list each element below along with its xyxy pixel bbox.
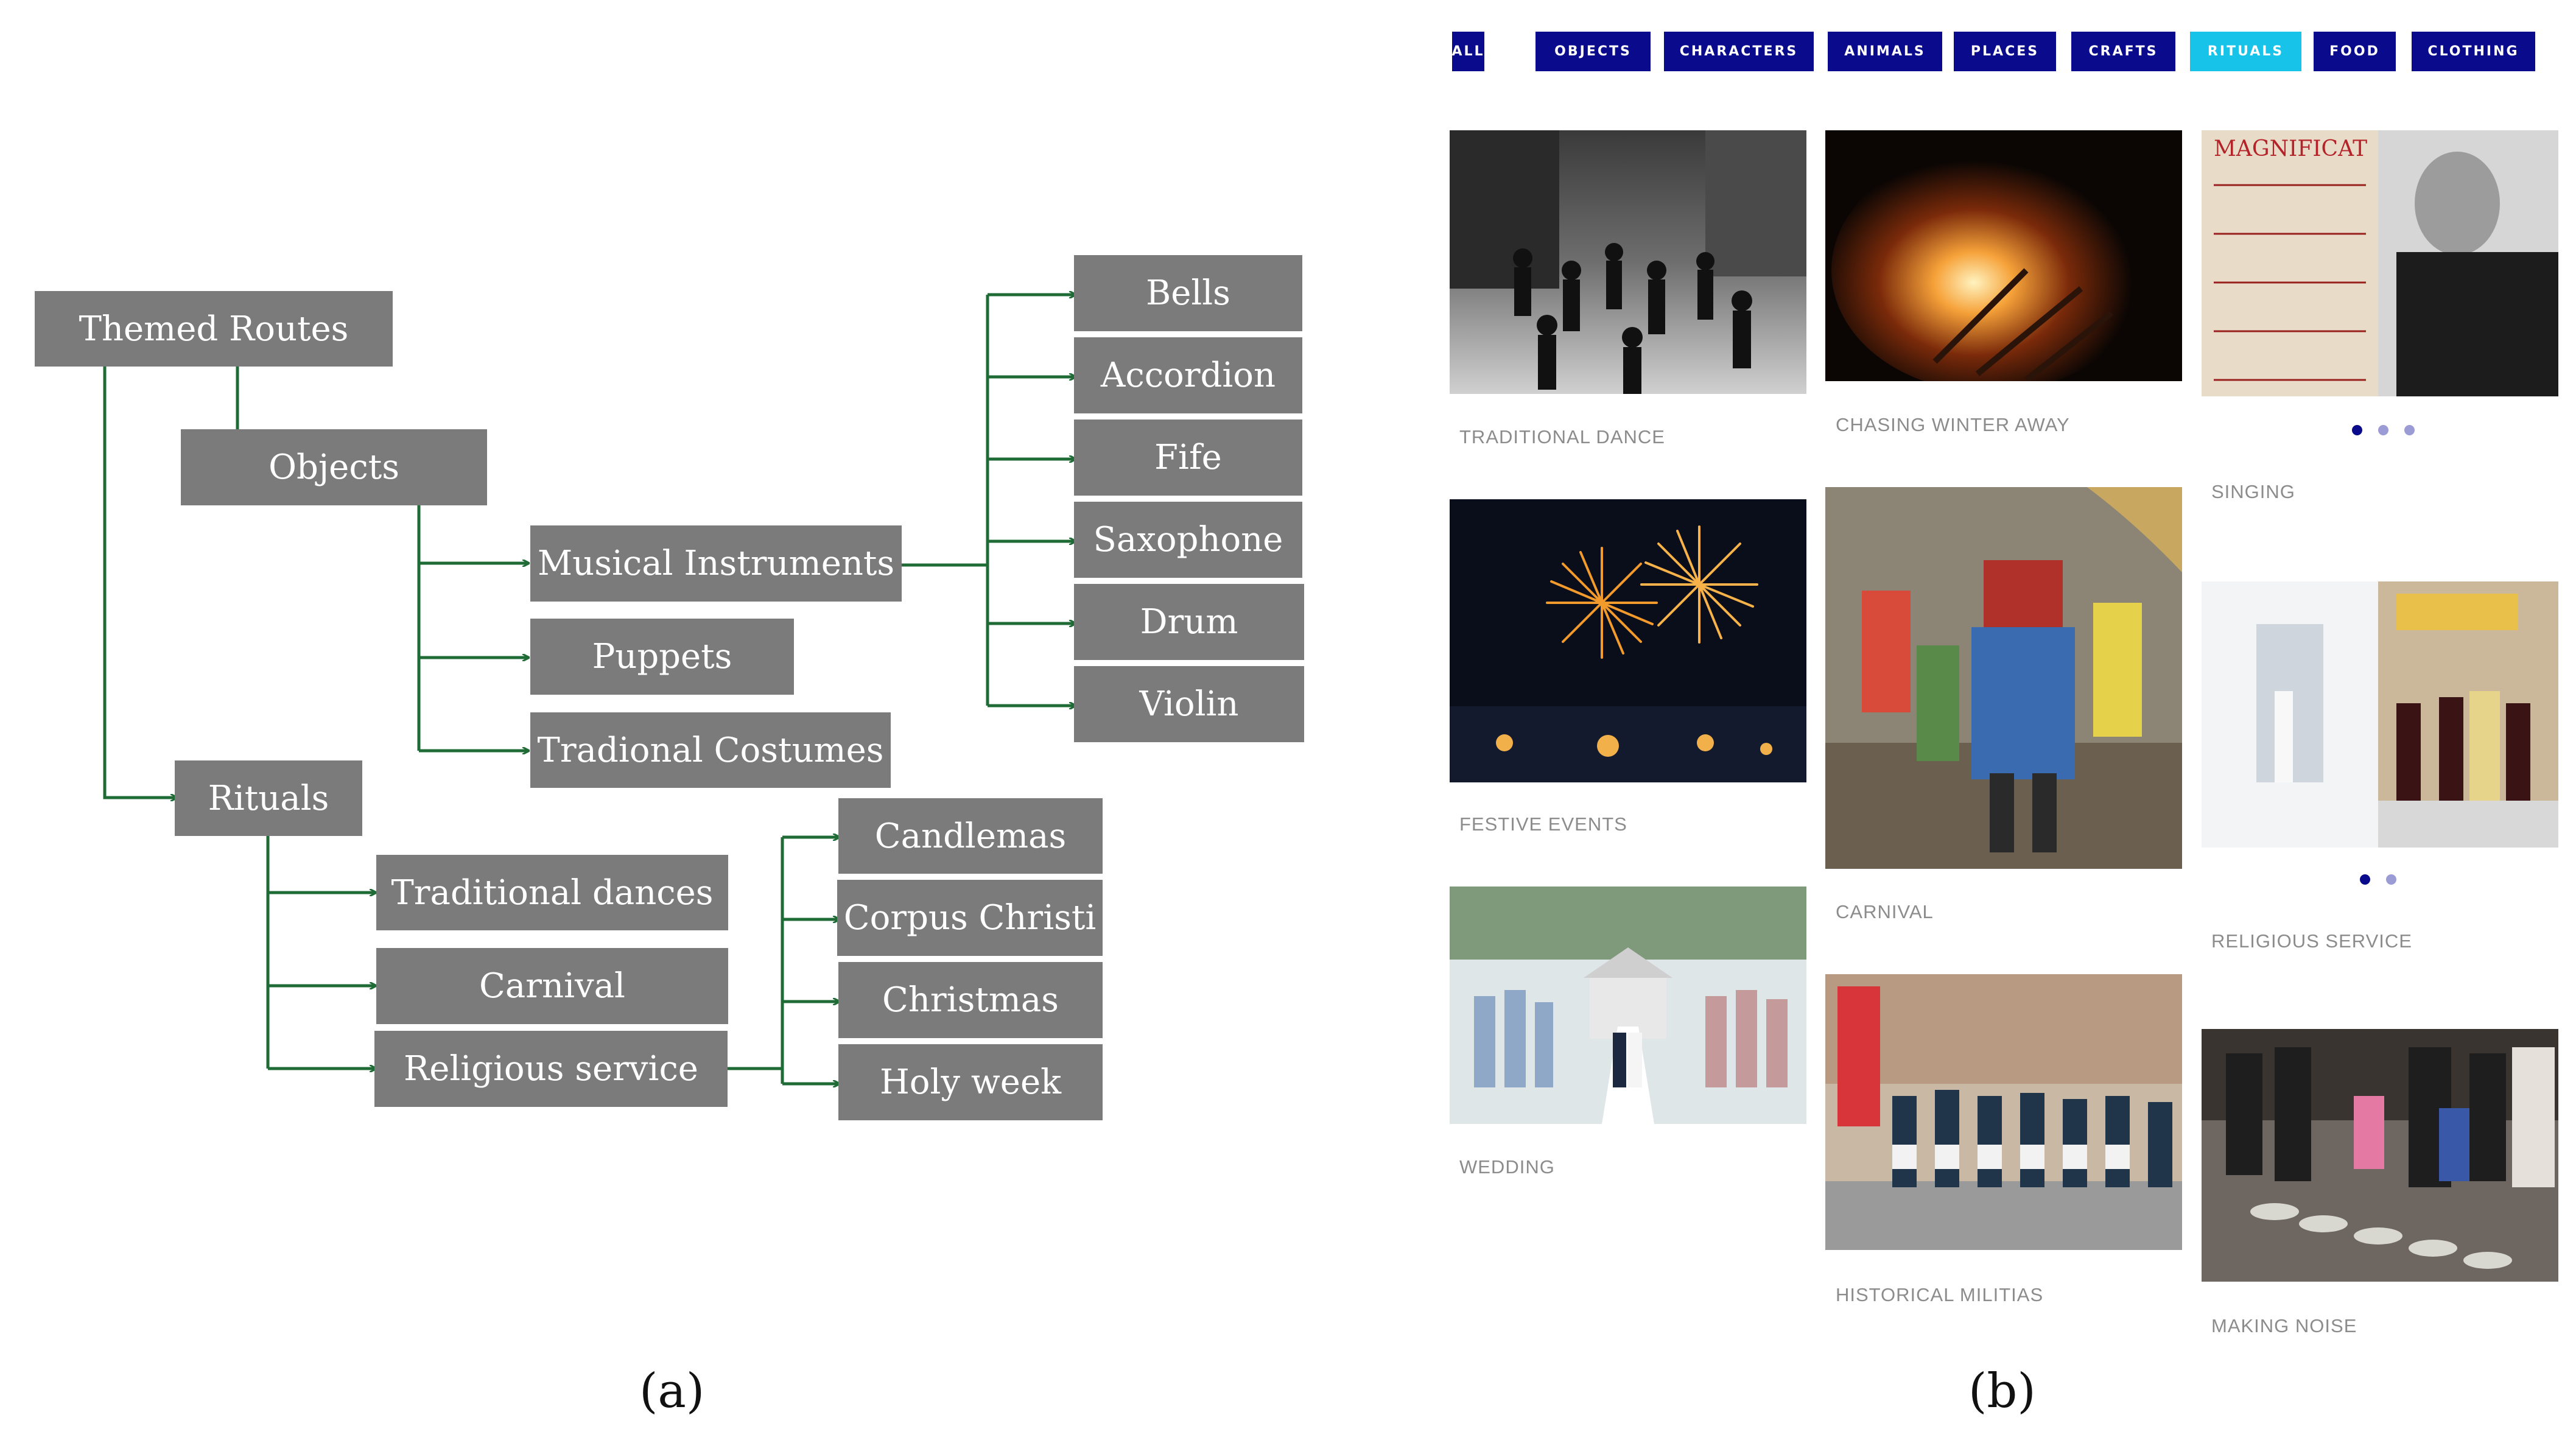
filter-button-clothing[interactable]: CLOTHING bbox=[2412, 32, 2535, 71]
node-objects: Objects bbox=[181, 429, 487, 505]
card-label-making-noise[interactable]: MAKING NOISE bbox=[2211, 1315, 2357, 1336]
card-label-historical-militias[interactable]: HISTORICAL MILITIAS bbox=[1836, 1284, 2044, 1305]
filter-button-animals[interactable]: ANIMALS bbox=[1828, 32, 1942, 71]
carousel-dot[interactable] bbox=[2352, 425, 2362, 435]
photo-singing: MAGNIFICAT bbox=[2202, 130, 2558, 396]
photo-traditional-dance bbox=[1450, 130, 1806, 394]
photo-wedding bbox=[1450, 887, 1806, 1124]
card-label-carnival[interactable]: CARNIVAL bbox=[1836, 901, 1934, 922]
card-image-festive-events[interactable] bbox=[1450, 499, 1806, 782]
card-image-religious-service[interactable] bbox=[2202, 581, 2558, 848]
card-image-wedding[interactable] bbox=[1450, 887, 1806, 1124]
card-label-wedding[interactable]: WEDDING bbox=[1459, 1156, 1555, 1178]
singing-image-title: MAGNIFICAT bbox=[2214, 136, 2367, 161]
node-puppets: Puppets bbox=[530, 619, 794, 695]
card-image-making-noise[interactable] bbox=[2202, 1029, 2558, 1282]
node-religious-service: Religious service bbox=[374, 1031, 728, 1107]
card-image-carnival[interactable] bbox=[1825, 487, 2182, 869]
node-tradional-costumes: Tradional Costumes bbox=[530, 712, 891, 788]
carousel-dots-singing[interactable] bbox=[2352, 425, 2415, 435]
filter-button-places[interactable]: PLACES bbox=[1954, 32, 2056, 71]
card-label-traditional-dance[interactable]: TRADITIONAL DANCE bbox=[1459, 426, 1665, 448]
node-themed-routes: Themed Routes bbox=[35, 291, 393, 367]
node-violin: Violin bbox=[1074, 666, 1304, 742]
node-holy-week: Holy week bbox=[838, 1044, 1103, 1120]
node-candlemas: Candlemas bbox=[838, 798, 1103, 874]
card-image-traditional-dance[interactable] bbox=[1450, 130, 1806, 394]
node-fife: Fife bbox=[1074, 420, 1302, 496]
photo-making-noise bbox=[2202, 1029, 2558, 1282]
photo-historical-militias bbox=[1825, 974, 2182, 1250]
node-rituals: Rituals bbox=[175, 760, 362, 836]
card-image-chasing-winter-away[interactable] bbox=[1825, 130, 2182, 381]
card-label-religious-service[interactable]: RELIGIOUS SERVICE bbox=[2211, 930, 2412, 952]
node-musical-instruments: Musical Instruments bbox=[530, 525, 902, 602]
node-bells: Bells bbox=[1074, 255, 1302, 331]
caption-b: (b) bbox=[1968, 1364, 2036, 1419]
card-image-singing[interactable]: MAGNIFICAT bbox=[2202, 130, 2558, 396]
filter-button-all[interactable]: ALL bbox=[1451, 32, 1484, 71]
filter-button-food[interactable]: FOOD bbox=[2314, 32, 2396, 71]
photo-carnival bbox=[1825, 487, 2182, 869]
filter-button-rituals[interactable]: RITUALS bbox=[2190, 32, 2301, 71]
carousel-dot[interactable] bbox=[2360, 874, 2370, 885]
carousel-dot[interactable] bbox=[2378, 425, 2388, 435]
card-label-festive-events[interactable]: FESTIVE EVENTS bbox=[1459, 813, 1627, 835]
node-carnival: Carnival bbox=[376, 948, 728, 1024]
node-drum: Drum bbox=[1074, 584, 1304, 660]
carousel-dots-religious-service[interactable] bbox=[2360, 874, 2396, 885]
filter-button-objects[interactable]: OBJECTS bbox=[1535, 32, 1651, 71]
filter-button-characters[interactable]: CHARACTERS bbox=[1664, 32, 1814, 71]
photo-religious-service bbox=[2202, 581, 2558, 848]
node-christmas: Christmas bbox=[838, 962, 1103, 1038]
caption-a: (a) bbox=[639, 1364, 705, 1419]
node-corpus-christi: Corpus Christi bbox=[837, 880, 1103, 956]
node-saxophone: Saxophone bbox=[1074, 502, 1302, 578]
card-label-singing[interactable]: SINGING bbox=[2211, 481, 2295, 502]
photo-chasing-winter-away bbox=[1825, 130, 2182, 381]
node-accordion: Accordion bbox=[1074, 337, 1302, 413]
photo-festive-events bbox=[1450, 499, 1806, 782]
tree-connectors bbox=[103, 0, 1339, 1218]
card-label-chasing-winter-away[interactable]: CHASING WINTER AWAY bbox=[1836, 414, 2070, 435]
carousel-dot[interactable] bbox=[2404, 425, 2415, 435]
filter-button-crafts[interactable]: CRAFTS bbox=[2071, 32, 2175, 71]
carousel-dot[interactable] bbox=[2386, 874, 2396, 885]
node-traditional-dances: Traditional dances bbox=[376, 855, 728, 930]
card-image-historical-militias[interactable] bbox=[1825, 974, 2182, 1250]
